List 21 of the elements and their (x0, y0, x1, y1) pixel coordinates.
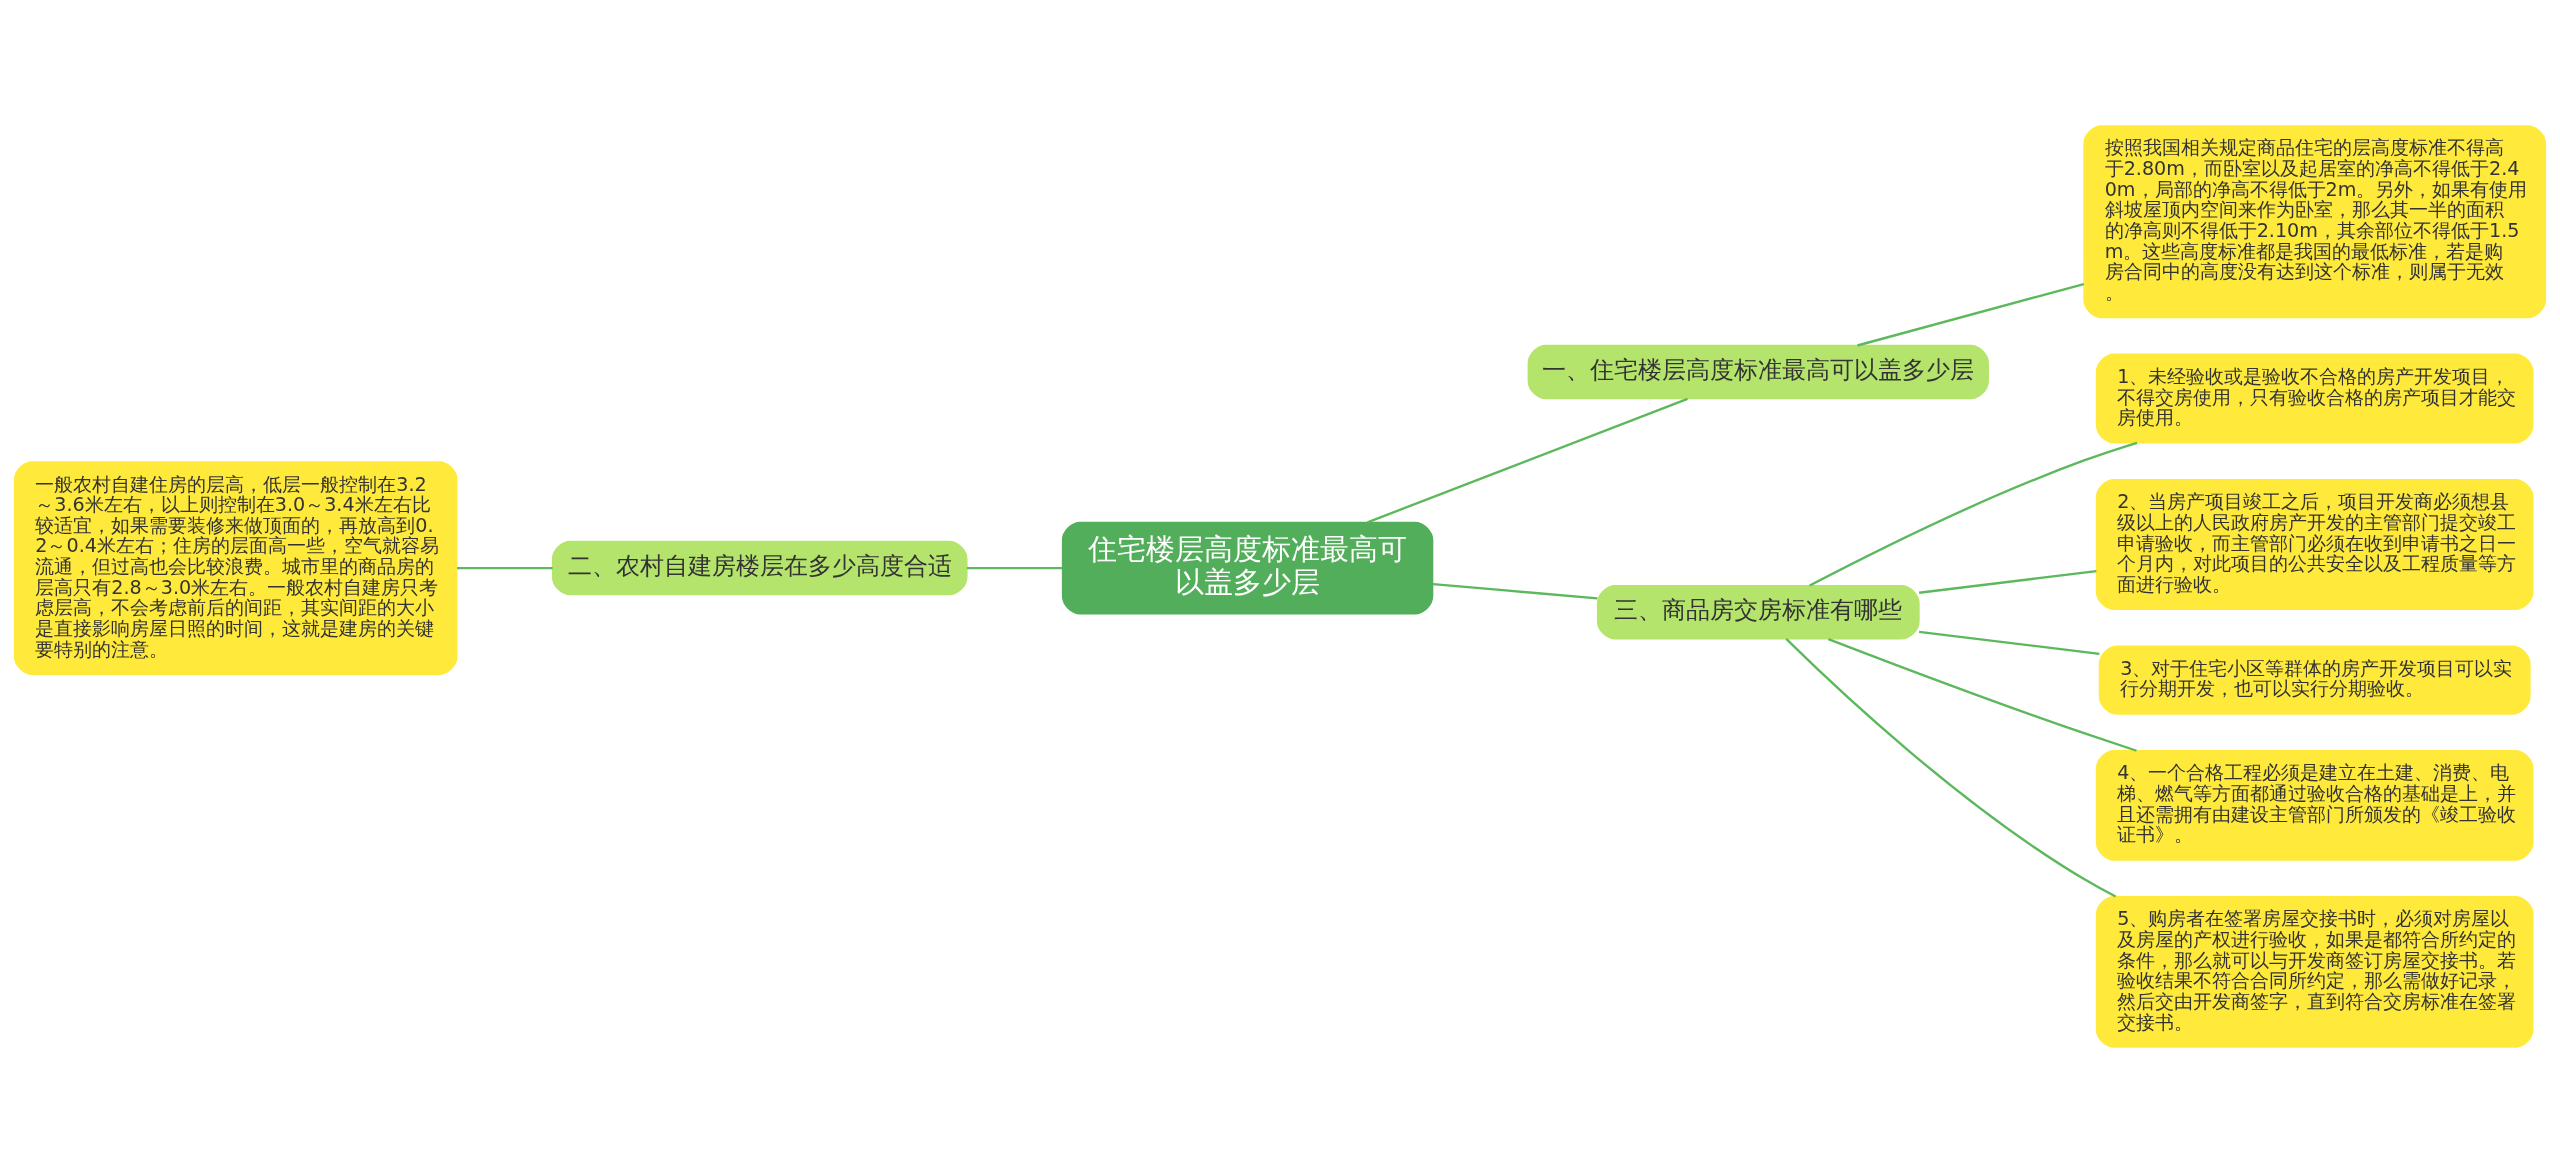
connector (1432, 582, 1598, 600)
node-box: 4、一个合格工程必须是建立在土建、消费、电梯、燃气等方面都通过验收合格的基础是上，并且还需拥有由建设主管部门所颁发的《竣工验收证书》。 (2095, 750, 2534, 861)
node-box: 3、对于住宅小区等群体的房产开发项目可以实行分期开发，也可以实行分期验收。 (2098, 645, 2531, 715)
connector (1367, 397, 1688, 524)
node-box: 5、购房者在签署房屋交接书时，必须对房屋以及房屋的产权进行验收，如果是都符合所约定的条件，那么就可以与开发商签订房屋交接书。若验收结果不符合合同所约定，那么需做好记录，然后交由开发商签字，直到符合交房标准在签署交接书。 (2095, 896, 2534, 1048)
connector (1827, 637, 2137, 752)
connector (1785, 638, 2117, 898)
node-box: 1、未经验收或是验收不合格的房产开发项目，不得交房使用，只有验收合格的房产项目才能交房使用。 (2095, 353, 2534, 444)
connector (1809, 441, 2138, 587)
connector (966, 566, 1063, 570)
node-box: 按照我国相关规定商品住宅的层高度标准不得高于2.80m，而卧室以及起居室的净高不得低于2.40m，局部的净高不得低于2m。另外，如果有使用斜坡屋顶内空间来作为卧室，那么其一半的面积的净高则不得低于2.10m，其余部位不得低于1.5m。这些高度标准都是我国的最低标准，若是购房合同中的高度没有达到这个标准，则属于无效。 (2083, 125, 2547, 319)
connector (1857, 282, 2085, 347)
node-box: 二、农村自建房楼层在多少高度合适 (551, 540, 968, 596)
node-box: 2、当房产项目竣工之后，项目开发商必须想县级以上的人民政府房产开发的主管部门提交竣工申请验收，而主管部门必须在收到申请书之日一个月内，对此项目的公共安全以及工程质量等方面进行验收。 (2095, 478, 2534, 611)
node-box: 一、住宅楼层高度标准最高可以盖多少层 (1527, 344, 1989, 400)
connector (1918, 630, 2100, 656)
connector (1918, 569, 2097, 594)
connector (457, 566, 553, 570)
node-box: 住宅楼层高度标准最高可以盖多少层 (1061, 521, 1434, 615)
node-box: 一般农村自建住房的层高，低层一般控制在3.2～3.6米左右，以上则控制在3.0～3.4米左右比较适宜，如果需要装修来做顶面的，再放高到0.2～0.4米左右；住房的层面高一些，空气就容易流通，但过高也会比较浪费。城市里的商品房的层高只有2.8～3.0米左右。一般农村自建房只考虑层高，不会考虑前后的间距，其实间距的大小是直接影响房屋日照的时间，这就是建房的关键要特别的注意。 (13, 461, 458, 675)
node-box: 三、商品房交房标准有哪些 (1596, 585, 1920, 640)
